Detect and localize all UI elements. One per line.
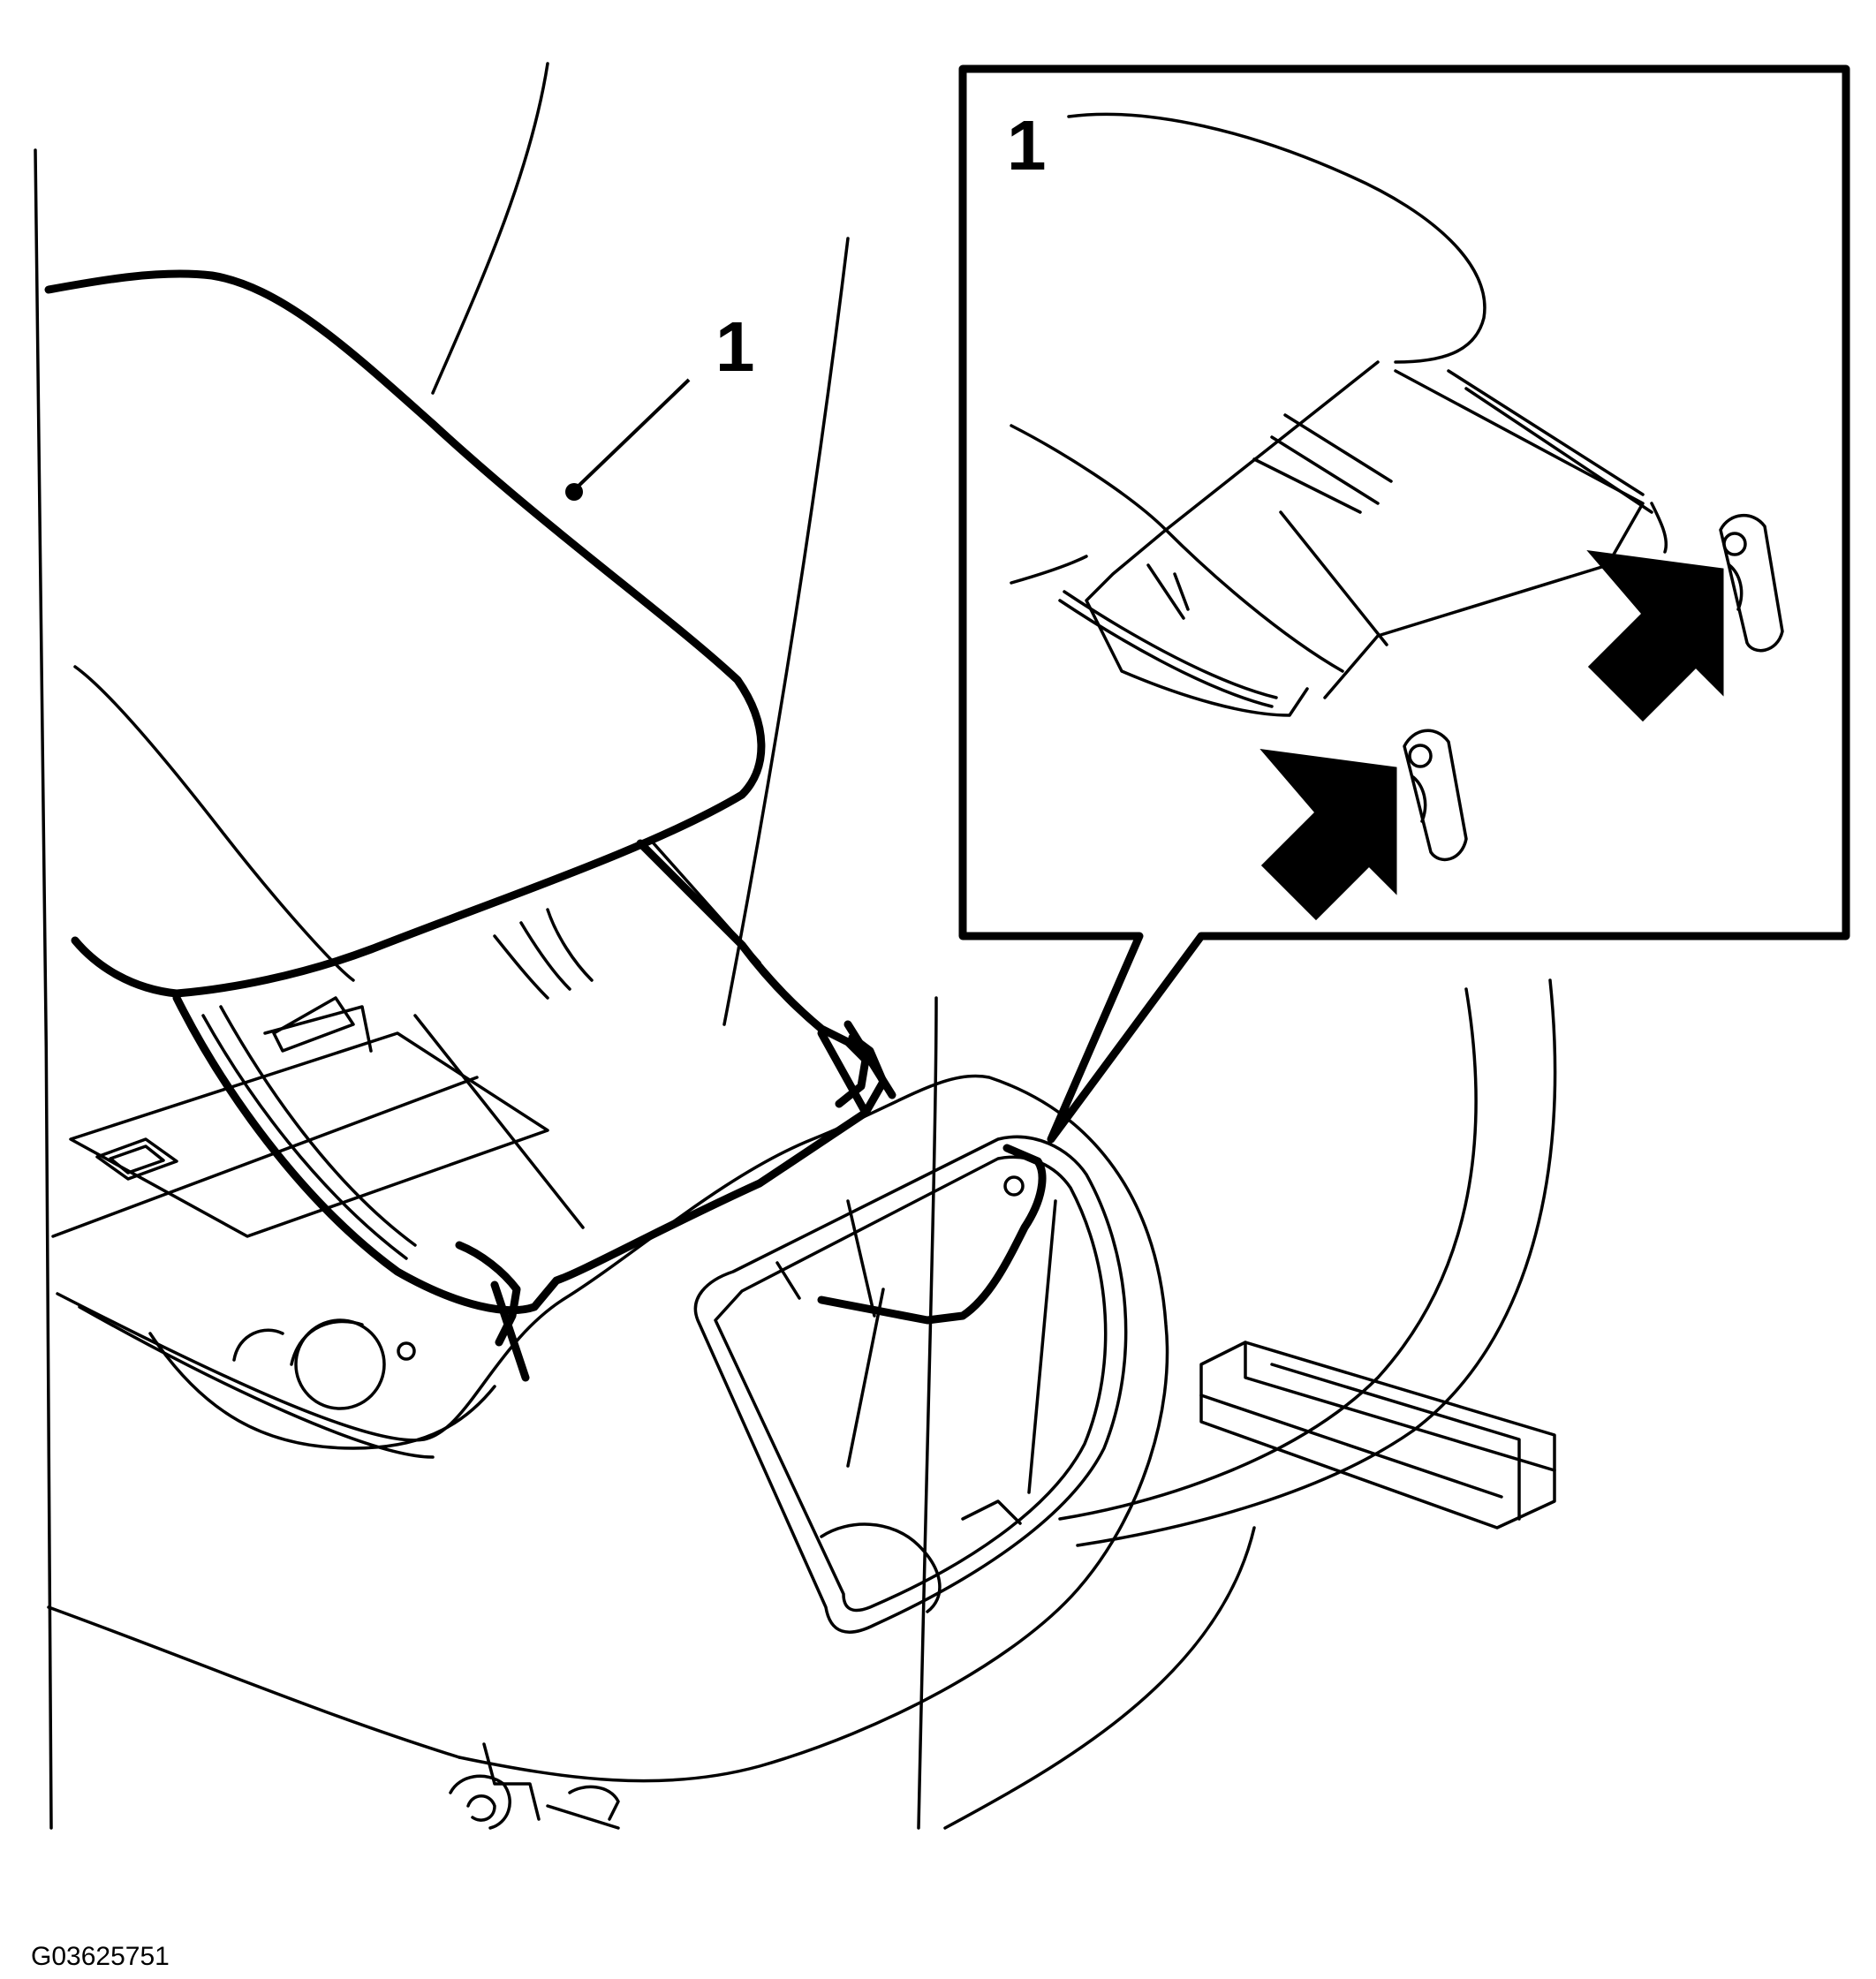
left-edge-line [34,148,53,1830]
callout-label-inset: 1 [1007,106,1047,185]
callout-label-main: 1 [715,307,755,386]
arrow-left-icon [1259,748,1397,921]
callout-leader-dot [565,483,583,501]
clip-right [1719,513,1784,653]
detail-inset [958,64,1850,1144]
seat-background [431,62,1557,1830]
console-opening [693,1135,1128,1634]
arrow-right-icon [1586,549,1724,722]
latch-outline [817,1144,1047,1325]
center-console [47,1031,1169,1783]
lid-tray [172,839,896,1382]
figure-id: G03625751 [31,1942,170,1971]
clip-left [1403,729,1468,862]
seat-rail [1199,1341,1556,1530]
lower-mechanism [449,1742,620,1830]
armrest-lid[interactable] [44,269,766,998]
callout-leader-line [572,378,691,492]
